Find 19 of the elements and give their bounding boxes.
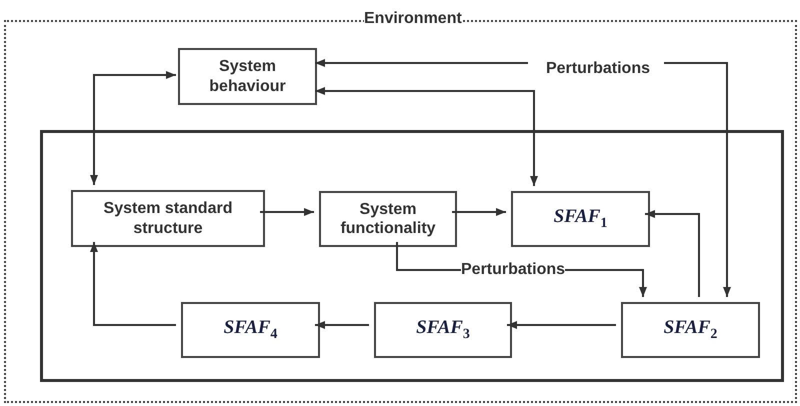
arrow bbox=[507, 321, 616, 329]
process-box bbox=[181, 302, 320, 358]
arrow bbox=[315, 87, 538, 186]
arrow bbox=[90, 71, 176, 185]
perturbations-label: Perturbations bbox=[546, 59, 650, 79]
arrow bbox=[452, 208, 506, 216]
arrow bbox=[315, 321, 369, 329]
process-box bbox=[178, 48, 317, 105]
system-boundary bbox=[40, 130, 784, 382]
arrow bbox=[664, 62, 731, 297]
arrow bbox=[260, 208, 314, 216]
process-box bbox=[71, 190, 265, 247]
process-box bbox=[319, 191, 457, 247]
arrow bbox=[315, 59, 528, 67]
arrow bbox=[90, 242, 176, 326]
process-box bbox=[374, 302, 512, 358]
arrow bbox=[645, 210, 700, 297]
process-box bbox=[511, 191, 650, 247]
process-box bbox=[621, 302, 760, 358]
